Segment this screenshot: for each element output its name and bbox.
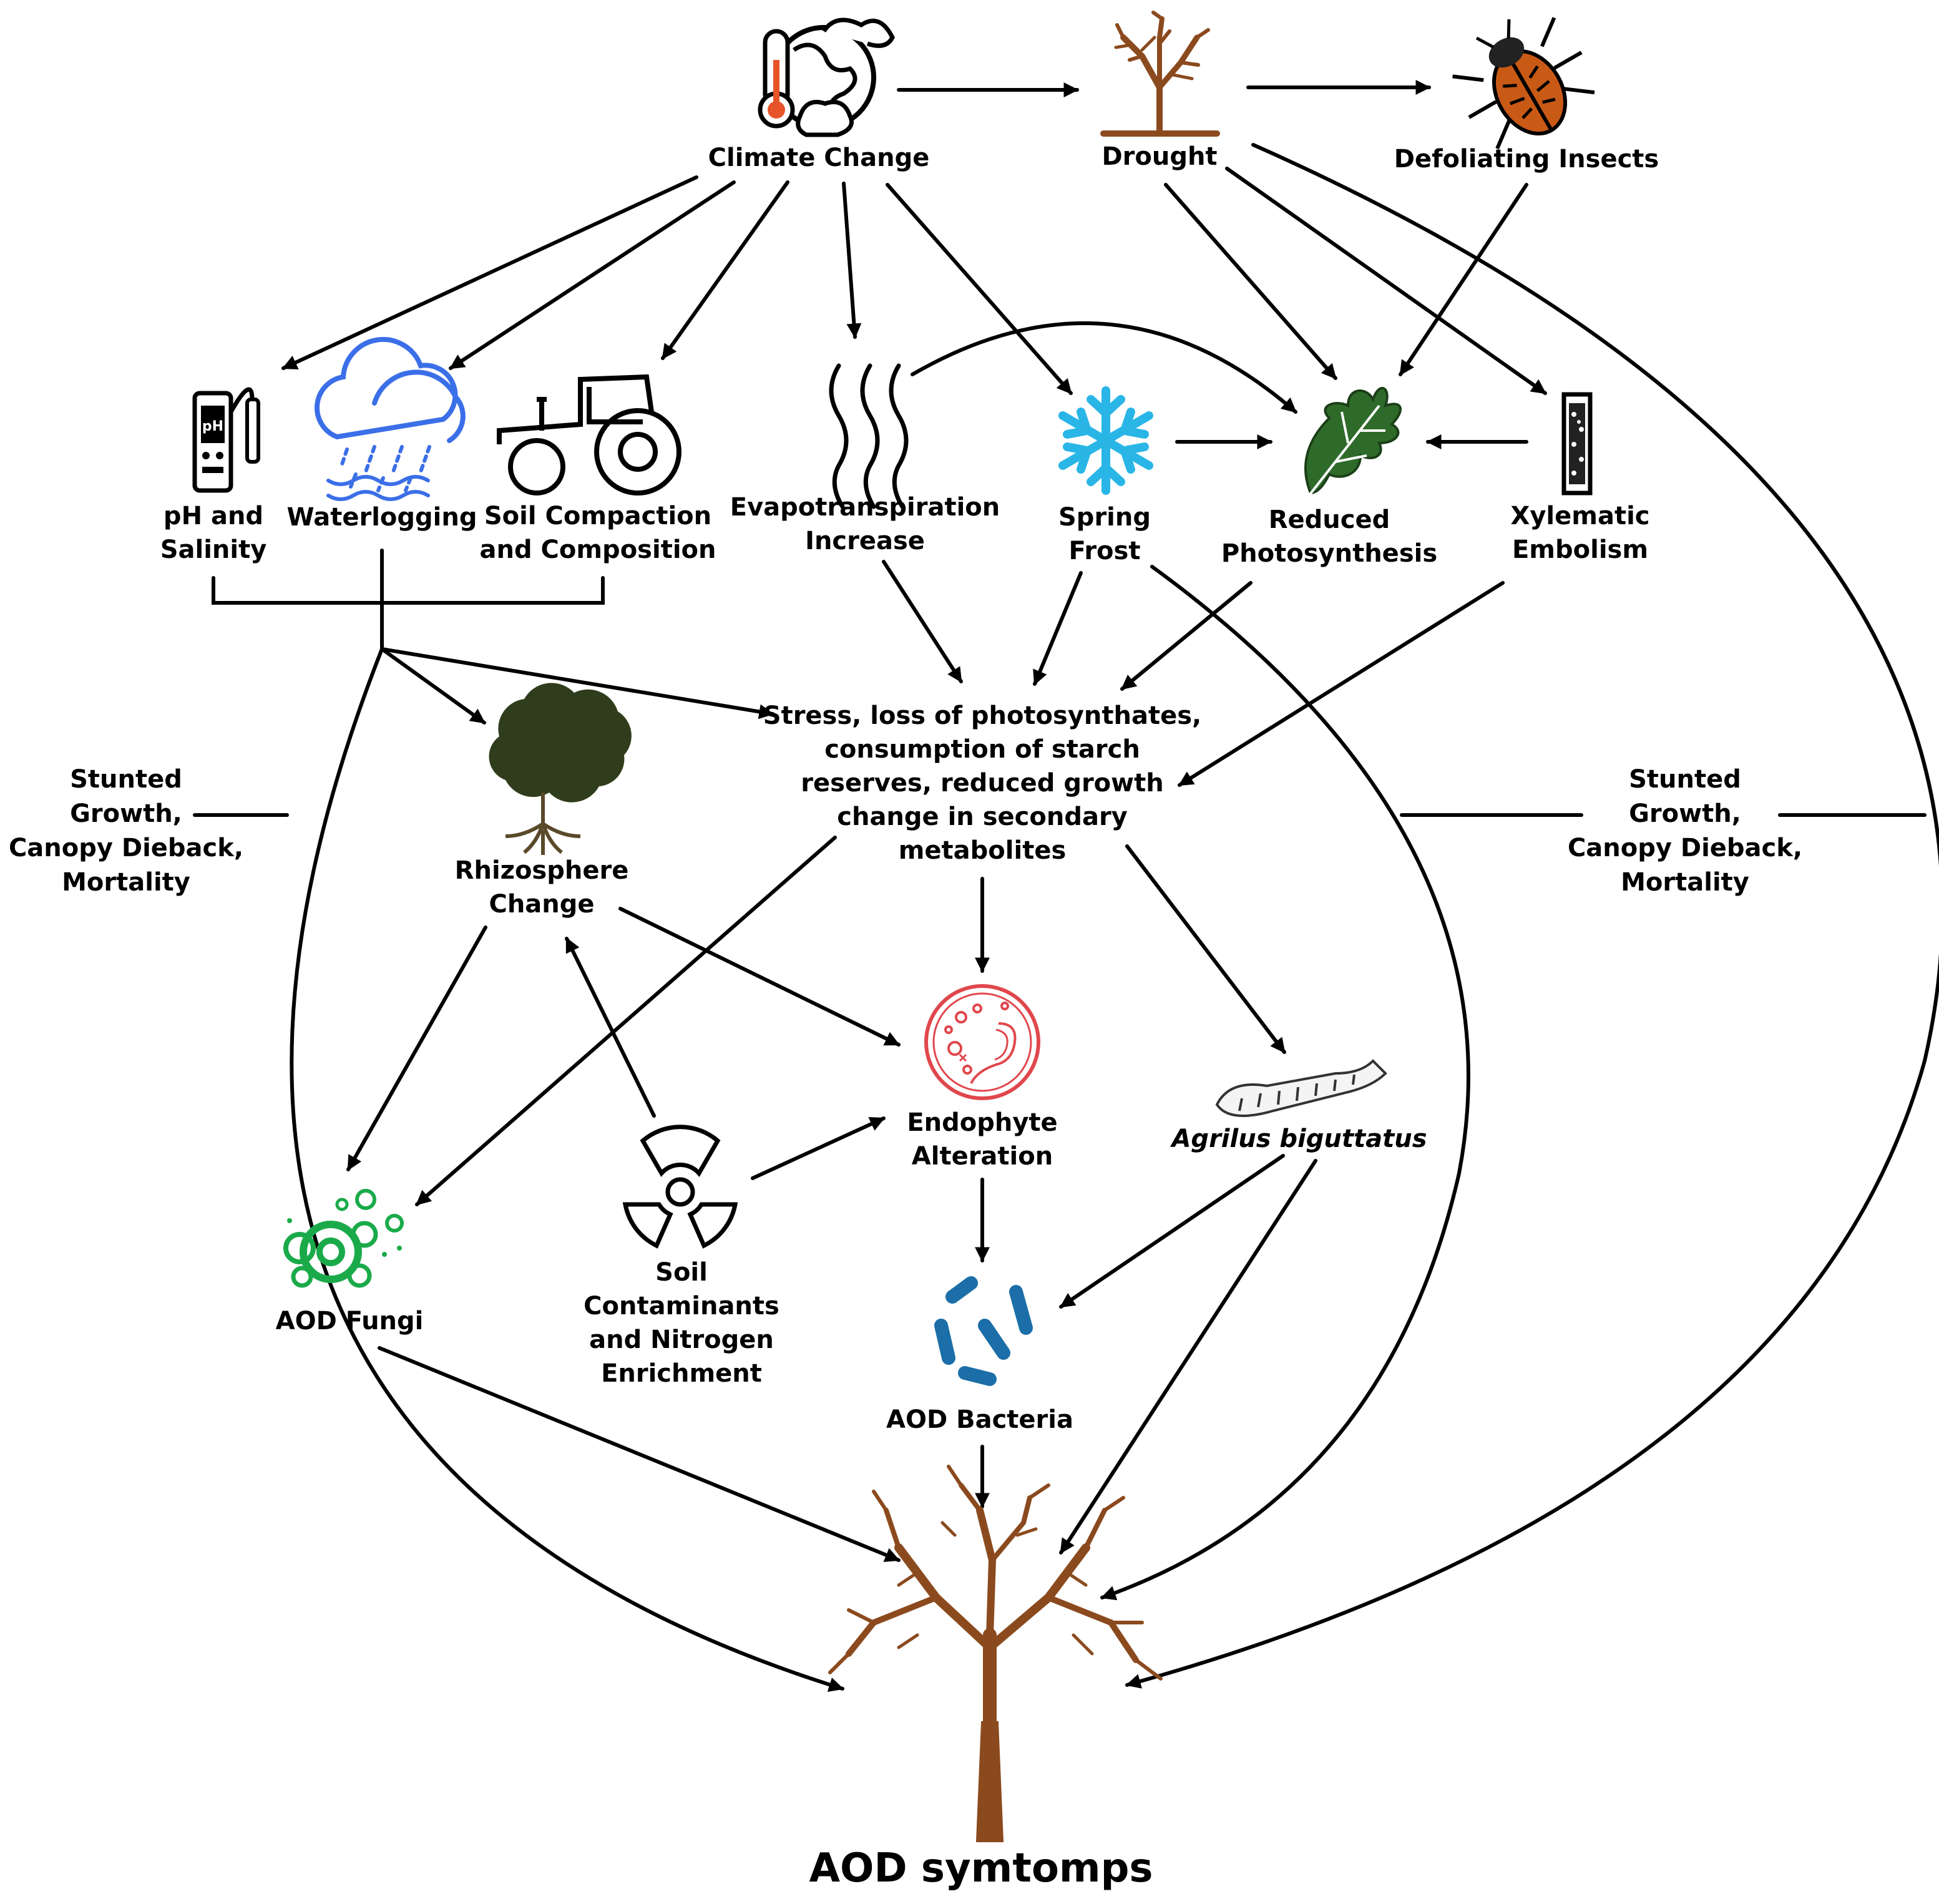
edge-soil-group-bracket — [212, 576, 605, 605]
xylem-vessel-icon — [1561, 392, 1593, 496]
edge-contaminants-to-rhizo — [565, 937, 656, 1118]
edge-photo-to-stress — [1120, 581, 1253, 691]
snowflake-icon — [1058, 386, 1153, 495]
tractor-icon — [497, 374, 681, 496]
edge-frost-to-aod — [1100, 565, 1470, 1601]
edge-xylem-to-stress — [1178, 581, 1505, 787]
waterlogging-label: Waterlogging — [286, 503, 477, 532]
edge-contaminants-to-endophyte — [751, 1116, 886, 1180]
ph-meter-icon: pH — [192, 387, 260, 493]
edge-fungi-to-aod — [378, 1346, 901, 1562]
edge-evapo-to-stress — [882, 560, 963, 683]
svg-text:pH: pH — [202, 419, 223, 434]
climate-change-label: Climate Change — [708, 144, 930, 172]
globe-thermometer-icon — [758, 17, 895, 137]
bacteria-icon — [934, 1276, 1033, 1386]
edge-evapo-to-photo — [911, 321, 1297, 414]
edge-drought-to-xylem — [1225, 167, 1547, 395]
edge-stress-to-agrilus — [1125, 844, 1286, 1054]
defoliating-insects-label: Defoliating Insects — [1394, 145, 1659, 173]
edge-climate-to-evapo — [842, 182, 862, 339]
aod-symptoms-label: AOD symtomps — [809, 1845, 1153, 1892]
fungi-cells-icon — [283, 1189, 404, 1288]
edge-rhizo-to-endophyte — [618, 907, 901, 1047]
oak-leaf-icon — [1304, 386, 1402, 498]
evapotranspiration-label: Evapotranspiration Increase — [730, 493, 1000, 555]
edge-rhizo-to-fungi — [346, 925, 487, 1171]
edge-soil-to-rhizo — [380, 647, 486, 725]
rain-cloud-icon — [315, 336, 466, 501]
edge-stress-to-fungi — [415, 836, 837, 1206]
diseased-oak-icon — [828, 1465, 1163, 1842]
edges — [193, 80, 1939, 1692]
radiation-icon — [622, 1125, 738, 1249]
soil-compaction-label: Soil Compaction and Composition — [479, 502, 716, 564]
right-outcome-label: Stunted Growth, Canopy Dieback, Mortalit… — [1567, 765, 1803, 897]
aod-fungi-label: AOD Fungi — [275, 1307, 424, 1335]
edge-insects-to-photo — [1399, 183, 1528, 376]
edge-climate-to-soil — [661, 180, 789, 360]
cell-icon — [924, 984, 1040, 1100]
edge-drought-to-photo — [1164, 183, 1337, 380]
soil-contaminants-label: Soil Contaminants and Nitrogen Enrichmen… — [584, 1258, 779, 1388]
drought-label: Drought — [1101, 142, 1218, 171]
aod-bacteria-label: AOD Bacteria — [886, 1405, 1073, 1434]
larva-icon — [1215, 1059, 1387, 1117]
spring-frost-label: Spring Frost — [1058, 503, 1151, 565]
edge-frost-to-stress — [1033, 571, 1083, 686]
edge-climate-to-waterlogging — [449, 180, 736, 370]
heat-waves-icon — [829, 363, 909, 509]
edge-drought-to-aod — [1125, 143, 1939, 1689]
edge-agrilus-to-aod — [1059, 1159, 1317, 1555]
edge-climate-to-frost — [886, 183, 1073, 395]
agrilus-label: Agrilus biguttatus — [1171, 1125, 1427, 1153]
reduced-photosynthesis-label: Reduced Photosynthesis — [1221, 505, 1438, 568]
dead-tree-icon — [1100, 11, 1220, 137]
endophyte-alteration-label: Endophyte Alteration — [907, 1108, 1058, 1171]
edge-climate-to-ph — [281, 175, 698, 370]
ph-salinity-label: pH and Salinity — [160, 502, 267, 564]
edge-soil-to-aod-left — [290, 647, 844, 1692]
edge-soil-to-stress — [380, 647, 774, 720]
tree-roots-icon — [489, 683, 632, 855]
left-outcome-label: Stunted Growth, Canopy Dieback, Mortalit… — [8, 765, 244, 897]
rhizosphere-change-label: Rhizosphere Change — [454, 856, 629, 919]
stress-label: Stress, loss of photosynthates, consumpt… — [763, 701, 1202, 865]
edge-agrilus-to-bacteria — [1059, 1154, 1285, 1309]
xylematic-embolism-label: Xylematic Embolism — [1510, 502, 1650, 564]
beetle-icon — [1452, 17, 1595, 150]
